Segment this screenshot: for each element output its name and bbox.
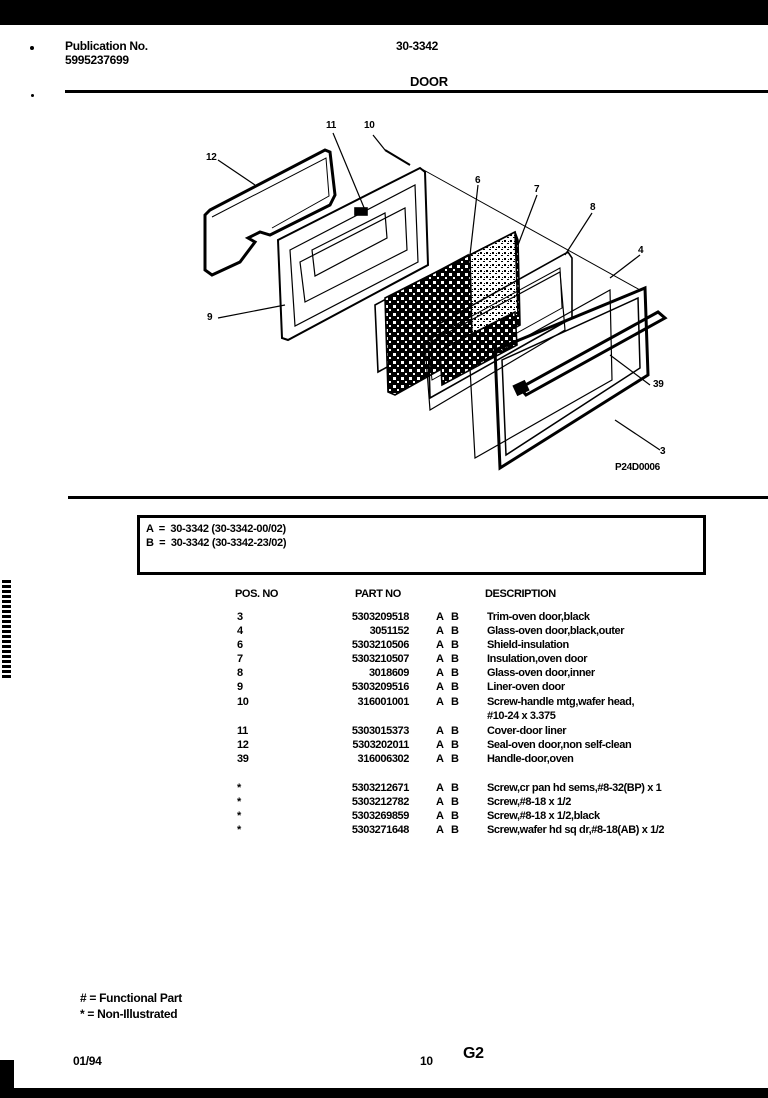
- legend-non-illustrated: * = Non-Illustrated: [80, 1007, 178, 1021]
- scan-noise-left: [2, 580, 11, 680]
- section-title: DOOR: [410, 74, 448, 89]
- page-number: 10: [420, 1054, 433, 1068]
- callout-6: 6: [475, 175, 481, 186]
- model-key: A: [146, 523, 154, 535]
- scan-border-left: [0, 1060, 14, 1098]
- scan-border-bottom: [0, 1088, 768, 1098]
- figure-id: P24D0006: [615, 462, 660, 473]
- callout-39: 39: [653, 379, 664, 390]
- model-number: 30-3342: [396, 39, 438, 53]
- header-part-no: PART NO: [355, 588, 401, 600]
- model-a-line: A = 30-3342 (30-3342-00/02): [146, 523, 286, 536]
- header-rule: [65, 90, 768, 93]
- model-value: 30-3342 (30-3342-23/02): [170, 537, 287, 549]
- callout-9: 9: [207, 312, 213, 323]
- callout-8: 8: [590, 202, 596, 213]
- footer-date: 01/94: [73, 1054, 102, 1068]
- callout-4: 4: [638, 245, 644, 256]
- door-exploded-view: [203, 132, 668, 471]
- callout-11: 11: [326, 120, 336, 131]
- model-key: B: [146, 537, 154, 549]
- model-eq: =: [159, 537, 166, 549]
- punch-hole-mark: [31, 94, 34, 97]
- section-rule: [68, 496, 768, 499]
- punch-hole-mark: [30, 46, 34, 50]
- model-eq: =: [158, 523, 165, 535]
- callout-10: 10: [364, 120, 375, 131]
- section-code: G2: [463, 1045, 484, 1062]
- table-row-continuation: #10-24 x 3.375: [487, 710, 556, 722]
- publication-label: Publication No.: [65, 39, 148, 53]
- model-b-line: B = 30-3342 (30-3342-23/02): [146, 537, 287, 550]
- publication-number: 5995237699: [65, 53, 129, 67]
- callout-12: 12: [206, 152, 217, 163]
- callout-7: 7: [534, 184, 540, 195]
- model-value: 30-3342 (30-3342-00/02): [170, 523, 286, 535]
- scan-border-top: [0, 0, 768, 25]
- callout-3: 3: [660, 446, 666, 457]
- header-description: DESCRIPTION: [485, 588, 556, 600]
- model-legend-box: A = 30-3342 (30-3342-00/02) B = 30-3342 …: [137, 515, 706, 575]
- legend-functional-part: # = Functional Part: [80, 991, 182, 1005]
- header-pos-no: POS. NO: [235, 588, 279, 600]
